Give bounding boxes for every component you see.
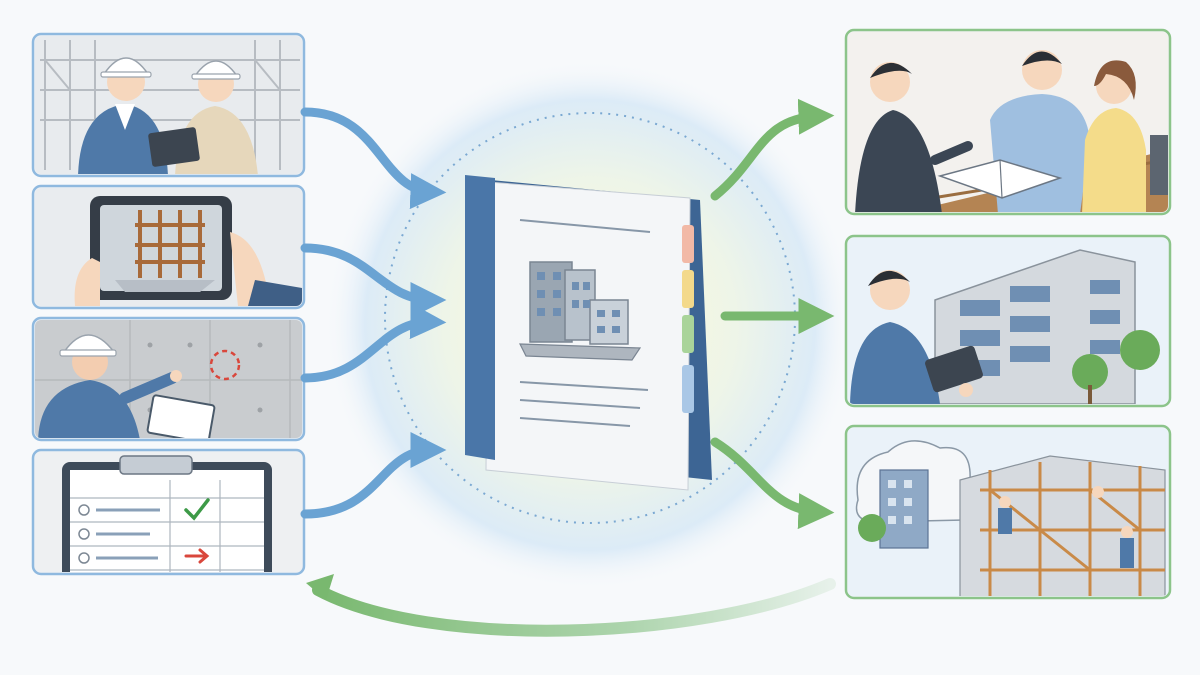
arrow-to-client-handover <box>710 98 835 201</box>
input-panel-checklist <box>31 448 306 576</box>
cover-building-icon <box>519 261 642 361</box>
output-panel-client-handover <box>844 28 1172 216</box>
input-arrows <box>300 107 447 519</box>
arrow-from-site-meeting <box>300 107 447 210</box>
arrow-from-tablet-model <box>300 243 447 318</box>
input-panel-site-meeting <box>31 32 306 178</box>
binder-tab-1 <box>682 225 694 263</box>
feedback-arrow-head <box>306 574 334 600</box>
input-panel-tablet-model <box>31 184 306 310</box>
input-panel-wall-inspection <box>31 316 306 442</box>
binder-tab-3 <box>682 315 694 353</box>
arrow-from-wall-inspection <box>300 303 447 383</box>
arrow-from-checklist <box>300 432 447 519</box>
output-arrows <box>710 98 835 530</box>
binder-tab-2 <box>682 270 694 308</box>
arrow-to-renovation <box>710 437 835 530</box>
binder-tab-4 <box>682 365 694 413</box>
output-panel-renovation <box>844 424 1172 600</box>
building-record-binder <box>465 175 712 491</box>
feedback-arrow <box>312 578 836 637</box>
output-panel-building-management <box>844 234 1172 408</box>
